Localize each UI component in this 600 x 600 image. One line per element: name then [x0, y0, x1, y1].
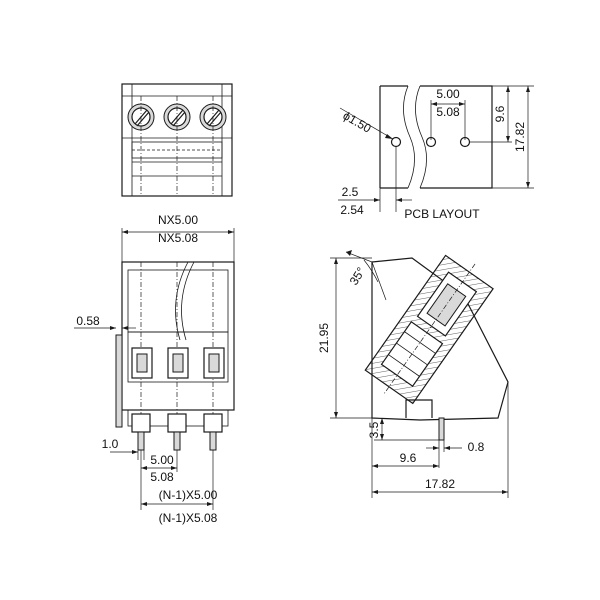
side-flange [115, 334, 123, 428]
pin-2 [167, 413, 187, 451]
pcb-layout: 5.00 5.08 ϕ1.50 9.6 17.82 2.5 2.54 PCB L… [338, 85, 534, 221]
pcb-offset-b: 2.54 [340, 203, 364, 217]
front-width-b: NX5.08 [158, 231, 198, 245]
side-view: 35° 21.95 3.5 9.6 0.8 17.82 [317, 250, 509, 498]
pcb-layout-caption: PCB LAYOUT [404, 207, 480, 221]
top-view [121, 83, 233, 197]
side-pin [438, 417, 445, 441]
front-side-offset: 0.58 [76, 314, 100, 328]
clamp-window-3 [203, 347, 225, 379]
side-pin-offset: 9.6 [400, 451, 417, 465]
side-depth: 17.82 [425, 477, 455, 491]
tilted-terminal [364, 254, 494, 405]
clamp-window-1 [131, 347, 153, 379]
pin-3 [203, 413, 223, 451]
pcb-outline [380, 85, 493, 189]
pcb-offset-a: 2.5 [342, 185, 359, 199]
pcb-height-b: 17.82 [513, 122, 527, 152]
pcb-height-a: 9.6 [493, 105, 507, 122]
front-body [121, 261, 235, 411]
front-view: NX5.00 NX5.08 0.58 [74, 213, 235, 525]
front-pin-width: 1.0 [102, 437, 119, 451]
top-view-outline [121, 83, 233, 197]
front-span-b: (N-1)X5.08 [159, 511, 218, 525]
side-pin-thickness: 0.8 [468, 440, 485, 454]
side-height: 21.95 [317, 323, 331, 353]
pcb-pitch-b: 5.08 [436, 105, 460, 119]
pcb-hole-diameter: ϕ1.50 [341, 108, 374, 135]
front-width-a: NX5.00 [158, 213, 198, 227]
side-pin-length: 3.5 [367, 421, 381, 438]
pcb-pitch-a: 5.00 [436, 87, 460, 101]
front-pitch-b: 5.08 [150, 470, 174, 484]
front-pitch-a: 5.00 [150, 453, 174, 467]
pin-1 [131, 413, 151, 451]
front-span-a: (N-1)X5.00 [159, 488, 218, 502]
side-angle: 35° [347, 265, 369, 288]
clamp-window-2 [167, 347, 189, 379]
